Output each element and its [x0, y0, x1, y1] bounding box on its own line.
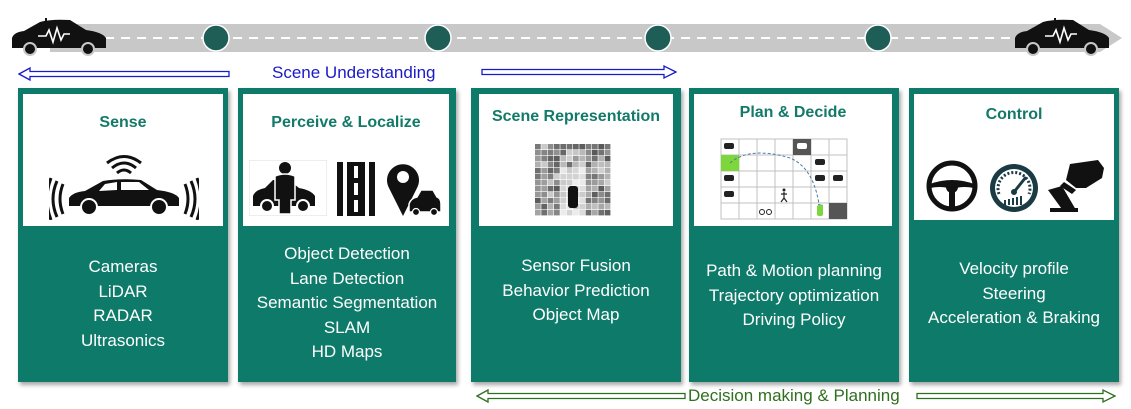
- panel-control: Control Velocity profile Steering Accele…: [909, 88, 1119, 382]
- panel-plan-decide: Plan & Decide: [689, 88, 899, 382]
- panel-scene-image-box: Scene Representation: [479, 94, 673, 226]
- start-car-icon: [12, 18, 106, 56]
- panel-item: LiDAR: [98, 281, 148, 301]
- panel-scene-representation: Scene Representation Sensor Fusion Behav…: [471, 88, 681, 382]
- panel-sense: Sense Cameras LiDAR RADAR Ultrasonics: [18, 88, 228, 382]
- panel-item: Steering: [982, 283, 1046, 303]
- object-detection-icon: [249, 160, 327, 216]
- right-arrow-icon: [916, 388, 1116, 404]
- panel-item: Lane Detection: [289, 268, 405, 288]
- speedometer-icon: [990, 164, 1038, 212]
- panel-item: Acceleration & Braking: [928, 308, 1100, 327]
- panel-title: Perceive & Localize: [271, 114, 421, 131]
- timeline-node: [864, 24, 892, 52]
- panel-title: Plan & Decide: [739, 104, 847, 121]
- panel-items: Path & Motion planning Trajectory optimi…: [689, 259, 899, 333]
- panel-item: Trajectory optimization: [708, 285, 880, 305]
- panel-item: Ultrasonics: [80, 330, 166, 350]
- panel-item: Object Detection: [284, 244, 410, 263]
- panel-item: RADAR: [93, 306, 153, 325]
- path-planning-grid-icon: [720, 138, 848, 220]
- panel-items: Sensor Fusion Behavior Prediction Object…: [471, 254, 681, 328]
- panel-items: Cameras LiDAR RADAR Ultrasonics: [18, 255, 228, 353]
- timeline-node: [202, 24, 230, 52]
- panel-title: Control: [985, 106, 1043, 123]
- panel-item: Object Map: [532, 305, 620, 324]
- panel-sense-image-box: Sense: [23, 94, 223, 226]
- panel-item: HD Maps: [311, 342, 383, 361]
- panel-plan-image-box: Plan & Decide: [694, 94, 892, 226]
- panel-items: Velocity profile Steering Acceleration &…: [909, 257, 1119, 331]
- panel-perceive-image-box: Perceive & Localize: [243, 94, 449, 226]
- steering-wheel-icon: [926, 160, 978, 212]
- panel-item: SLAM: [323, 317, 371, 337]
- panel-item: Velocity profile: [959, 259, 1069, 278]
- sensing-car-icon: [49, 155, 199, 220]
- road-timeline: [12, 18, 1122, 56]
- left-arrow-icon: [18, 66, 230, 82]
- location-pin-car-icon: [387, 164, 441, 217]
- lane-icon: [337, 162, 375, 216]
- panel-perceive-localize: Perceive & Localize Object Detection: [238, 88, 456, 382]
- left-arrow-icon: [476, 388, 686, 404]
- occupancy-grid-icon: [535, 144, 611, 216]
- panel-item: Semantic Segmentation: [256, 293, 438, 312]
- panel-item: Behavior Prediction: [502, 280, 650, 300]
- decision-planning-caption: Decision making & Planning: [688, 386, 900, 405]
- panel-items: Object Detection Lane Detection Semantic…: [238, 242, 456, 365]
- timeline-node: [424, 24, 452, 52]
- panel-title: Scene Representation: [491, 108, 661, 125]
- timeline-node: [644, 24, 672, 52]
- panel-item: Driving Policy: [742, 310, 846, 329]
- panel-control-image-box: Control: [914, 94, 1114, 220]
- pedal-icon: [1048, 160, 1104, 212]
- panel-item: Cameras: [88, 257, 158, 276]
- end-car-icon: [1015, 18, 1109, 56]
- right-arrow-icon: [481, 64, 677, 80]
- scene-understanding-caption: Scene Understanding: [272, 63, 436, 82]
- panel-title: Sense: [99, 114, 147, 131]
- panel-item: Path & Motion planning: [706, 261, 882, 280]
- panel-item: Sensor Fusion: [521, 256, 631, 275]
